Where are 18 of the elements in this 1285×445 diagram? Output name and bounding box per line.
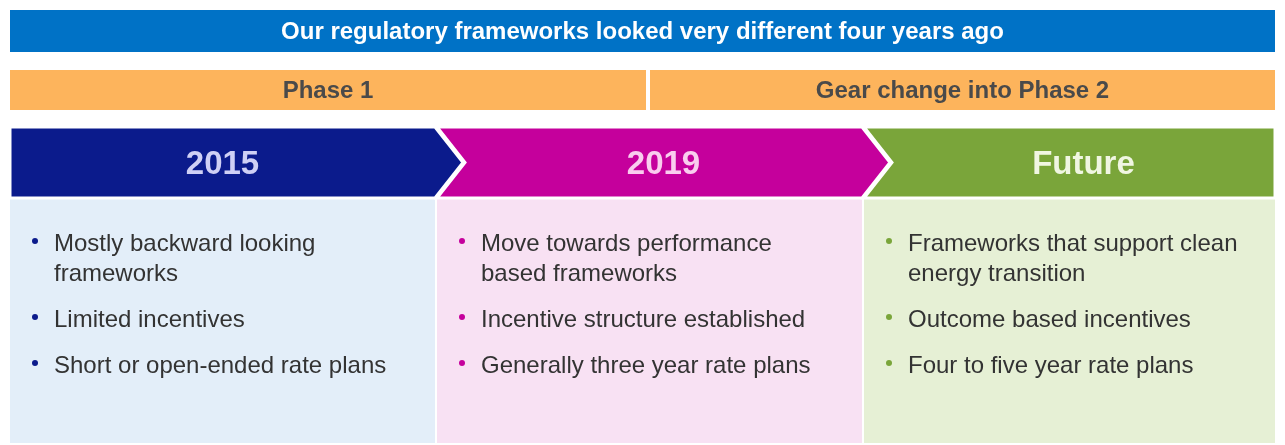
- bullet-text: Frameworks that support clean energy transition: [908, 228, 1239, 288]
- bullet-text: Outcome based incentives: [908, 304, 1191, 334]
- bullet-text: Four to five year rate plans: [908, 350, 1194, 380]
- content-panel: [864, 198, 1275, 443]
- bullet-text: Incentive structure established: [481, 304, 806, 334]
- title-banner: Our regulatory frameworks looked very different four years ago: [10, 10, 1275, 52]
- bullet-text: Mostly backward looking frameworks: [54, 228, 317, 288]
- column-heading: Future: [1032, 143, 1135, 182]
- phase-band: Phase 1: [10, 70, 646, 110]
- bullet-text: Generally three year rate plans: [481, 350, 811, 380]
- bullet-text: Limited incentives: [54, 304, 245, 334]
- bullet-text: Move towards performance based frameworks: [481, 228, 773, 288]
- column-heading: 2019: [626, 143, 701, 182]
- content-panel: [437, 198, 862, 443]
- bullet-text: Short or open-ended rate plans: [54, 350, 387, 380]
- phase-band: Gear change into Phase 2: [650, 70, 1275, 110]
- column-heading: 2015: [185, 143, 260, 182]
- content-panel: [10, 198, 435, 443]
